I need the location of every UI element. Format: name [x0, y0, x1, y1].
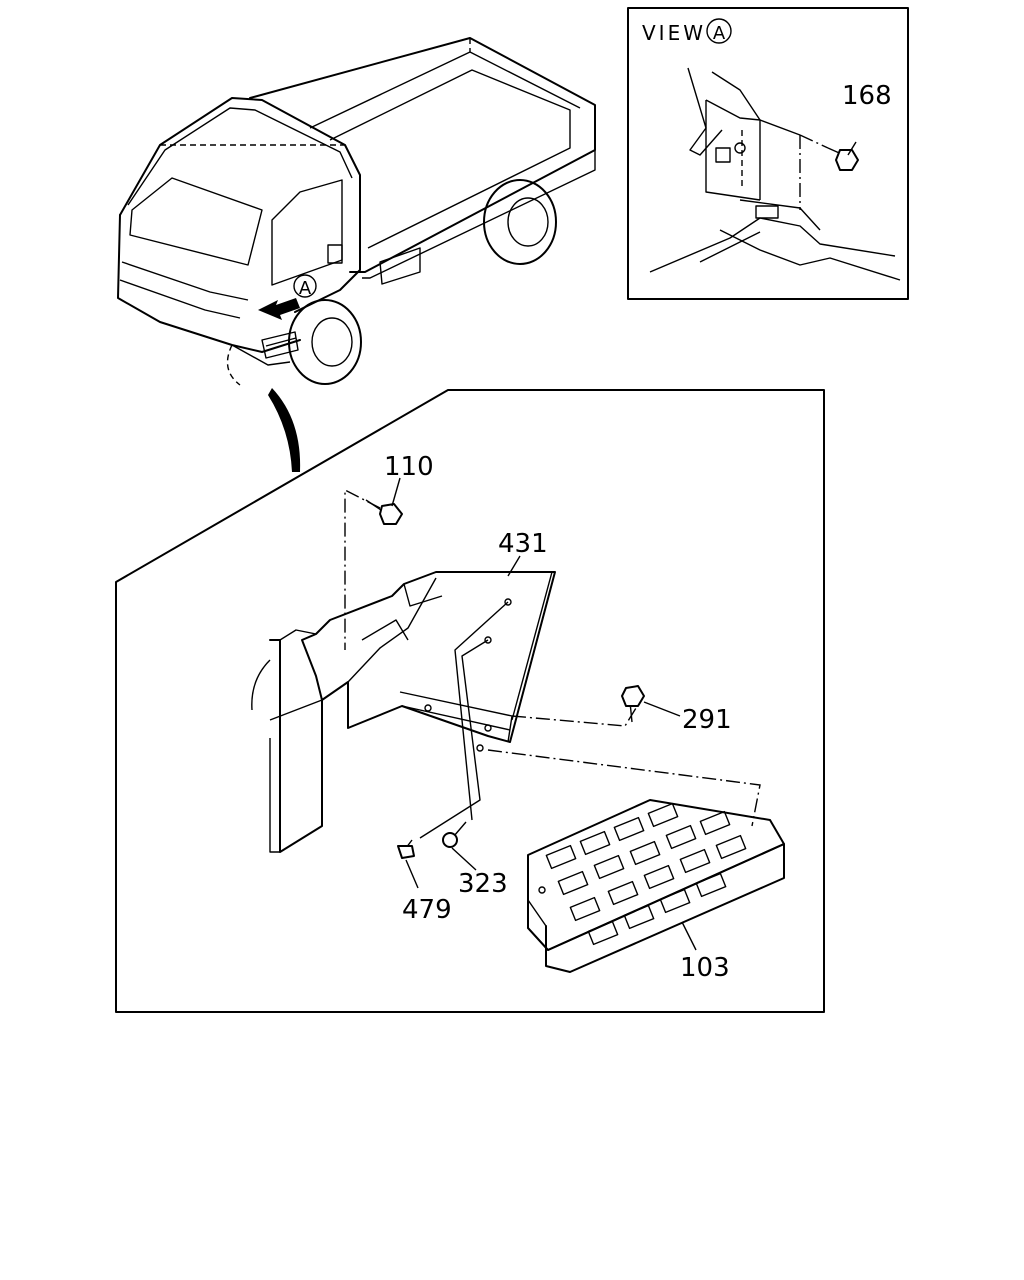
part-label-168: 168 [842, 81, 892, 111]
part-label-479: 479 [402, 895, 452, 925]
callout-marker-a: A [299, 278, 312, 299]
truck-illustration: A [117, 37, 596, 386]
assembly-center-lines [344, 488, 761, 839]
part-label-431: 431 [498, 529, 548, 559]
part-label-103: 103 [680, 953, 730, 983]
zoom-pointer-arrow [268, 388, 301, 472]
step-grate [545, 802, 747, 946]
inner-panel-431 [251, 571, 556, 853]
view-a-marker: A [713, 23, 726, 44]
part-label-323: 323 [458, 869, 508, 899]
screw-323 [442, 821, 477, 871]
bolt-291 [621, 685, 681, 723]
view-a-inset: VIEW A 168 [627, 7, 909, 300]
step-103 [527, 799, 785, 973]
detail-frame [115, 389, 825, 1013]
part-label-291: 291 [682, 705, 732, 735]
leader-431 [507, 555, 521, 577]
leader-103 [681, 921, 697, 951]
bolt-110 [365, 477, 403, 525]
clip-479 [397, 839, 419, 889]
view-a-title: VIEW [642, 21, 706, 45]
part-label-110: 110 [384, 452, 434, 482]
